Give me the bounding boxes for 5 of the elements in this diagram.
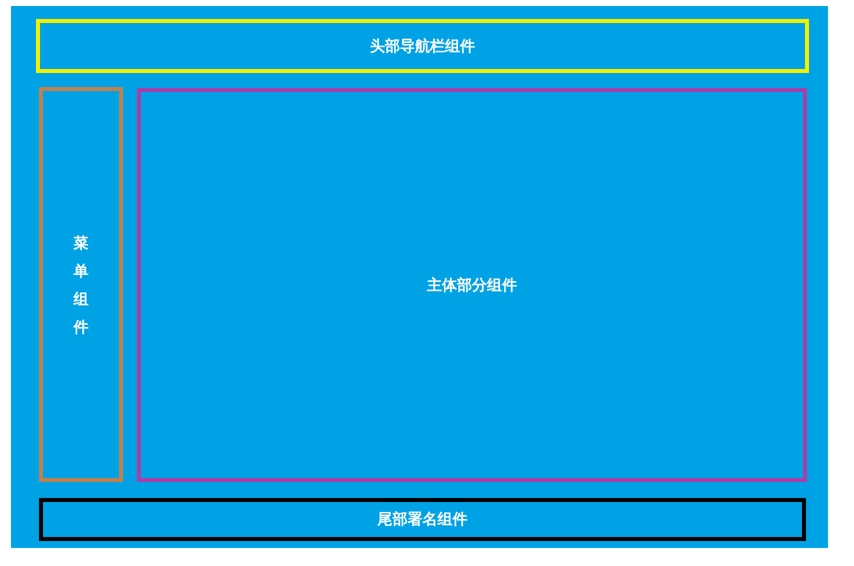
footer-box: 尾部署名组件 <box>39 498 806 541</box>
menu-box: 菜单组件 <box>39 87 123 482</box>
main-content-box: 主体部分组件 <box>137 88 807 482</box>
layout-panel <box>11 6 828 548</box>
header-box: 头部导航栏组件 <box>36 19 809 73</box>
